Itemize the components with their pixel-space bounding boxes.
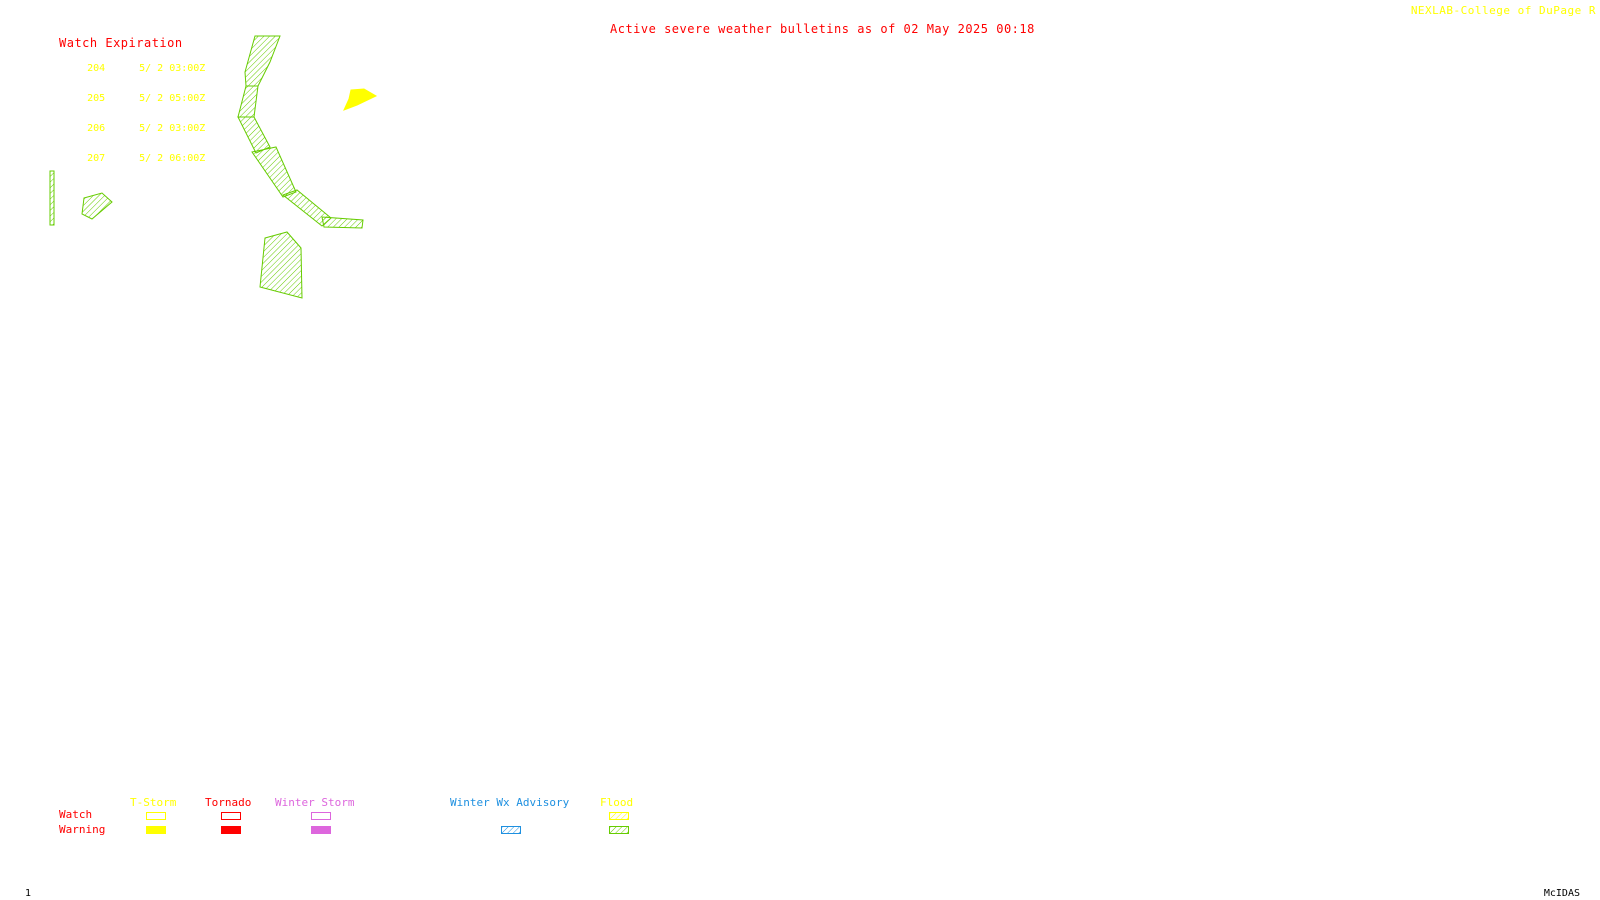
watch-row: 204 5/ 2 03:00Z [63, 54, 205, 84]
credit-label: NEXLAB-College of DuPage R [1410, 4, 1596, 17]
watch-row: 205 5/ 2 05:00Z [63, 84, 205, 114]
frame-number: 1 [25, 888, 32, 899]
flood-warning-polygon [81, 192, 113, 220]
watch-id: 205 [87, 93, 106, 104]
flood-warning-polygon [259, 231, 303, 299]
flood-warning-polygon [237, 85, 259, 118]
flood-warning-polygon-edge [49, 170, 55, 226]
watch-expiration-list: 204 5/ 2 03:00Z 205 5/ 2 05:00Z 206 5/ 2 03… [63, 54, 205, 174]
flood-warning-polygon [251, 146, 297, 198]
watch-expires: 5/ 2 06:00Z [139, 153, 206, 164]
watch-expiration-title: Watch Expiration [59, 36, 183, 50]
flood-warning-polygon [244, 35, 281, 87]
tstorm-warning-polygon [343, 88, 378, 111]
watch-id: 204 [87, 63, 106, 74]
software-label: McIDAS [1543, 888, 1580, 899]
flood-warning-polygon [237, 116, 271, 154]
flood-warning-polygon [321, 216, 364, 229]
bulletin-title: Active severe weather bulletins as of 02… [610, 22, 1035, 36]
watch-row: 206 5/ 2 03:00Z [63, 114, 205, 144]
watch-expires: 5/ 2 03:00Z [139, 63, 206, 74]
watch-expires: 5/ 2 03:00Z [139, 123, 206, 134]
watch-id: 207 [87, 153, 106, 164]
watch-expires: 5/ 2 05:00Z [139, 93, 206, 104]
watch-row: 207 5/ 2 06:00Z [63, 144, 205, 174]
watch-id: 206 [87, 123, 106, 134]
